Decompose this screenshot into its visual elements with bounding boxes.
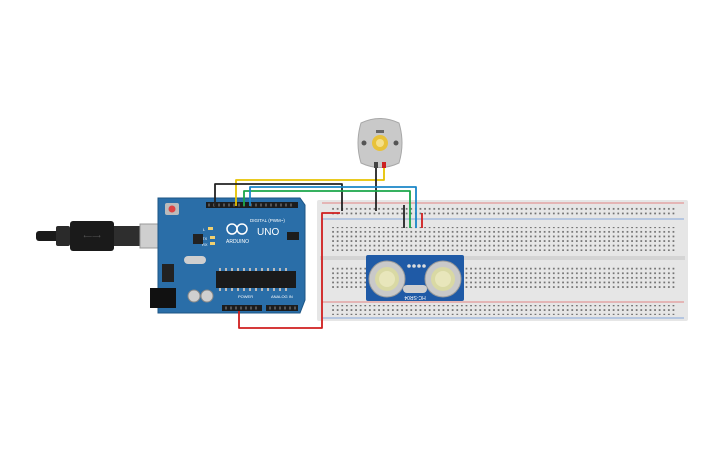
wire-red[interactable] (238, 212, 340, 329)
breadboard-top-terminal-holes[interactable] (330, 227, 675, 251)
analog-header-label: ANALOG IN (271, 294, 293, 299)
analog-header[interactable] (266, 305, 298, 311)
power-header-label: POWER (238, 294, 253, 299)
ultrasonic-sensor[interactable]: HC-SR04 (366, 255, 464, 301)
sensor-crystal (403, 285, 427, 293)
wire-black[interactable] (214, 183, 343, 211)
motor-lead-black (374, 162, 378, 168)
led-l (208, 227, 213, 230)
brand-label: ARDUINO (226, 239, 249, 245)
breadboard-bottom-rail-holes[interactable] (330, 305, 675, 315)
dc-motor[interactable] (357, 118, 403, 168)
led-label-rx: RX (202, 242, 208, 247)
capacitor (187, 289, 201, 303)
svg-text:⟵⟶: ⟵⟶ (83, 234, 101, 240)
voltage-regulator (162, 264, 174, 282)
led-tx (210, 236, 215, 239)
breadboard-top-rail-holes[interactable] (330, 206, 675, 216)
motor-lead-red (382, 162, 386, 168)
wire-yellow[interactable] (235, 165, 385, 206)
board-model-label: UNO (257, 227, 279, 238)
led-rx (210, 242, 215, 245)
icsp-header[interactable] (287, 232, 299, 240)
usb-chip (193, 234, 203, 244)
led-label-tx: TX (202, 236, 207, 241)
sensor-model-label: HC-SR04 (404, 294, 426, 300)
capacitor (200, 289, 214, 303)
atmega-chip (216, 271, 296, 288)
crystal (184, 256, 206, 264)
wire-green[interactable] (243, 190, 411, 228)
usb-cable[interactable]: ⟵⟶ (36, 221, 140, 251)
dc-power-jack (150, 288, 176, 308)
digital-header-label: DIGITAL (PWM~) (250, 218, 285, 223)
arduino-uno-board[interactable]: DIGITAL (PWM~) ARDUINO UNO L TX RX ON (150, 197, 306, 314)
arduino-logo-icon (226, 223, 248, 235)
wire-blue[interactable] (249, 186, 417, 228)
led-label-l: L (203, 227, 206, 232)
